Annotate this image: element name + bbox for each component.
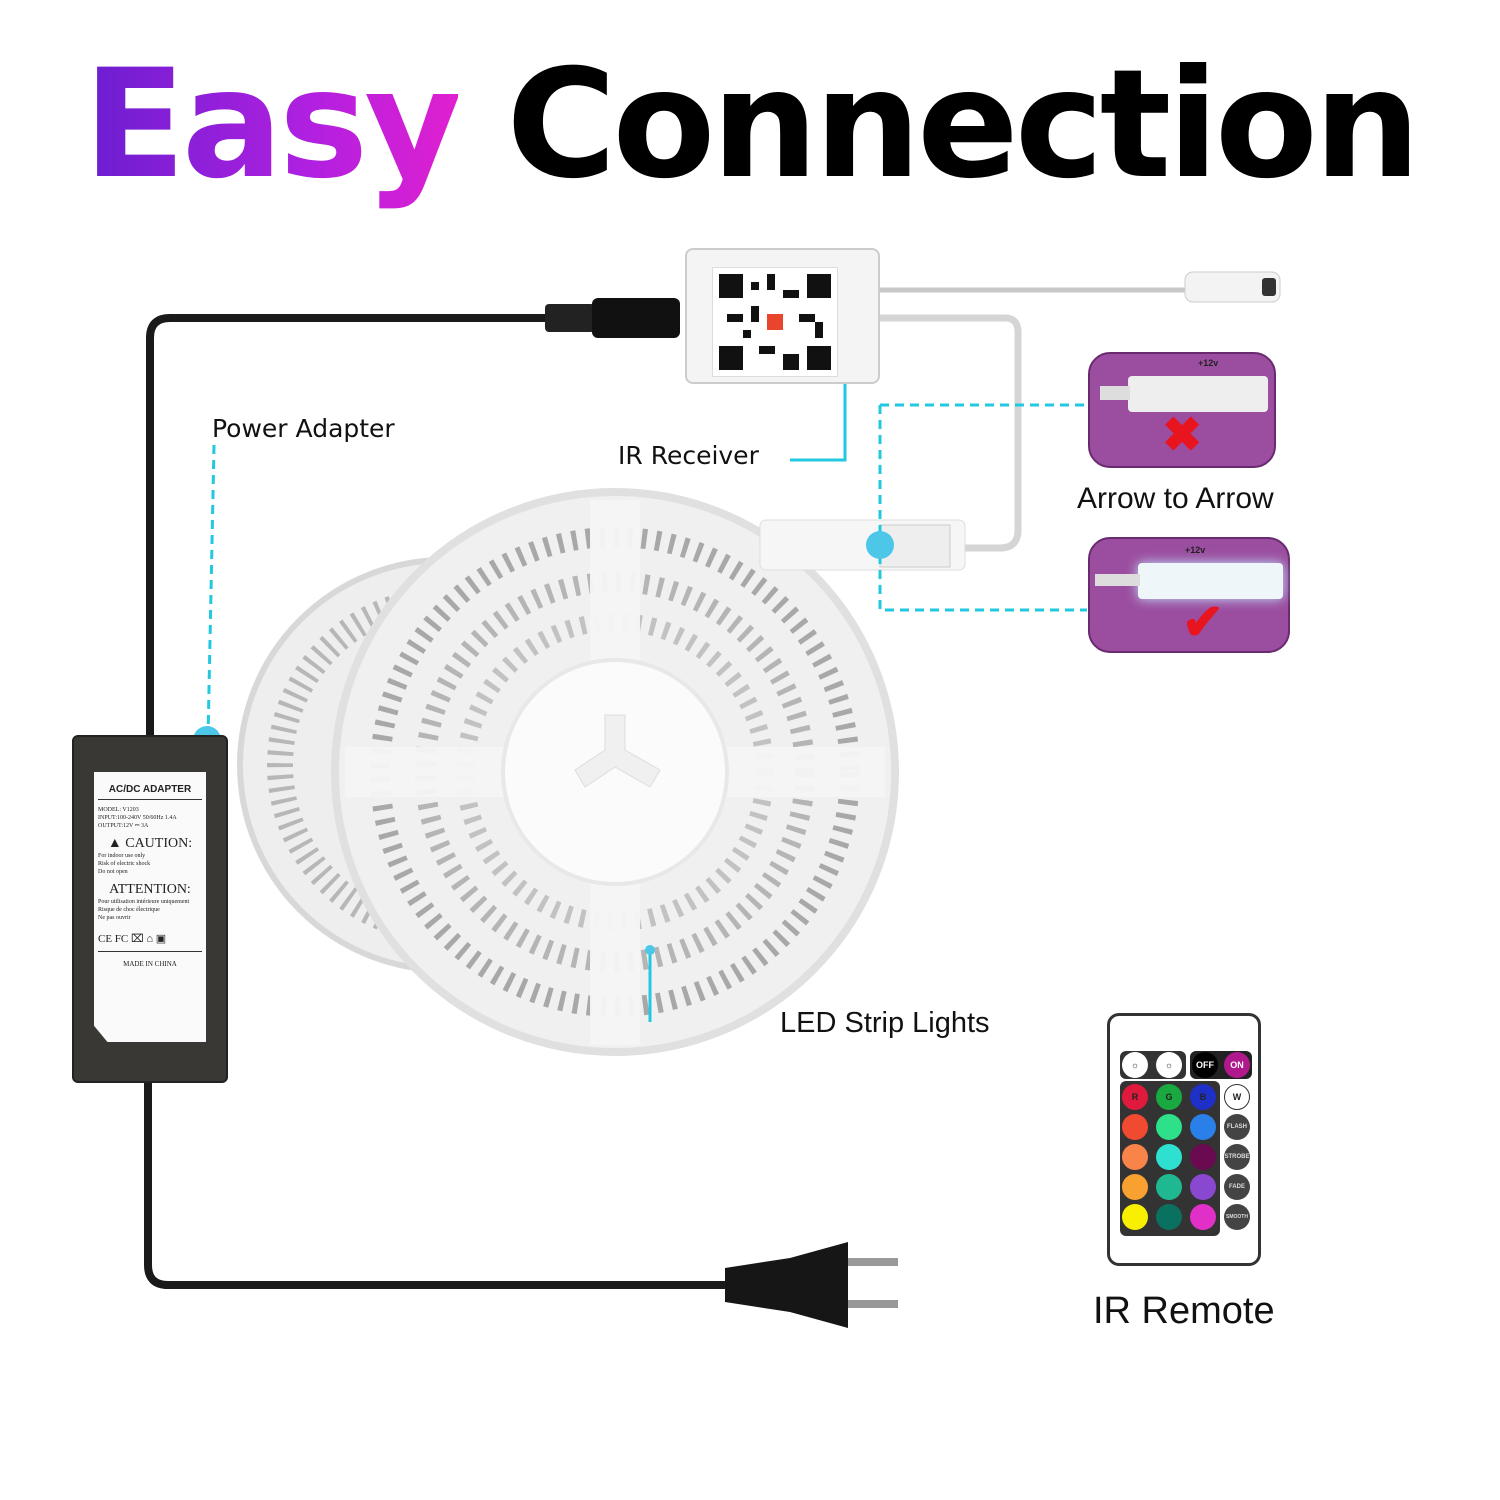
brightness-up-button[interactable]: ☼ — [1156, 1052, 1182, 1078]
led-strip-lights-label: LED Strip Lights — [780, 1007, 990, 1039]
caution-line: Do not open — [98, 869, 128, 875]
white-button[interactable]: W — [1224, 1084, 1250, 1110]
brightness-down-button[interactable]: ☼ — [1122, 1052, 1148, 1078]
color-button[interactable] — [1122, 1144, 1148, 1170]
voltage-label: +12v — [1198, 358, 1219, 368]
adapter-model: MODEL: V1203 — [98, 807, 139, 813]
page-title: Easy Connection — [0, 38, 1500, 212]
attention-heading: ATTENTION: — [109, 882, 191, 897]
connector-plug — [1100, 386, 1130, 400]
color-button[interactable] — [1190, 1144, 1216, 1170]
title-connection: Connection — [506, 38, 1420, 212]
color-button[interactable] — [1122, 1114, 1148, 1140]
made-in: MADE IN CHINA — [123, 960, 177, 968]
ir-remote-label: IR Remote — [1093, 1290, 1275, 1332]
adapter-output: OUTPUT:12V ⎓ 3A — [98, 823, 149, 829]
adapter-input: INPUT:100-240V 50/60Hz 1.4A — [98, 815, 177, 821]
arrow-to-arrow-label: Arrow to Arrow — [1077, 482, 1274, 515]
connector-plug — [1095, 574, 1140, 586]
strobe-button[interactable]: STROBE — [1224, 1144, 1250, 1170]
ir-remote: ☼ ☼ OFF ON R G B W FLASH STROBE FADE SMO… — [1107, 1013, 1261, 1266]
caution-line: Risk of electric shock — [98, 861, 151, 867]
color-button[interactable] — [1190, 1204, 1216, 1230]
voltage-label: +12v — [1185, 545, 1206, 555]
red-button[interactable]: R — [1122, 1084, 1148, 1110]
title-easy: Easy — [83, 38, 462, 212]
off-button[interactable]: OFF — [1192, 1052, 1218, 1078]
caution-line: For indoor use only — [98, 853, 146, 859]
flash-button[interactable]: FLASH — [1224, 1114, 1250, 1140]
caution-text: CAUTION: — [125, 836, 193, 851]
power-adapter-label: Power Adapter — [212, 414, 395, 443]
color-button[interactable] — [1190, 1174, 1216, 1200]
attention-line: Risque de choc électrique — [98, 907, 160, 913]
fade-button[interactable]: FADE — [1224, 1174, 1250, 1200]
checkmark-icon: ✔ — [1182, 594, 1224, 650]
color-button[interactable] — [1122, 1174, 1148, 1200]
color-button[interactable] — [1156, 1174, 1182, 1200]
color-button[interactable] — [1156, 1114, 1182, 1140]
color-button[interactable] — [1122, 1204, 1148, 1230]
led-strip-reels — [237, 488, 899, 1056]
on-button[interactable]: ON — [1224, 1052, 1250, 1078]
color-button[interactable] — [1156, 1204, 1182, 1230]
connector-image — [1138, 563, 1283, 599]
caution-heading: ▲ CAUTION: — [107, 836, 193, 851]
smooth-button[interactable]: SMOOTH — [1224, 1204, 1250, 1230]
attention-line: Ne pas ouvrir — [98, 915, 131, 921]
color-button[interactable] — [1190, 1114, 1216, 1140]
connector-image — [1128, 376, 1268, 412]
attention-line: Pour utilisation intérieure uniquement — [98, 899, 190, 905]
ir-receiver-label: IR Receiver — [618, 441, 759, 470]
color-button[interactable] — [1156, 1144, 1182, 1170]
cross-icon: ✖ — [1162, 409, 1203, 462]
correct-connection-panel: +12v ✔ — [1088, 537, 1290, 653]
blue-button[interactable]: B — [1190, 1084, 1216, 1110]
adapter-heading: AC/DC ADAPTER — [98, 784, 202, 800]
power-adapter: AC/DC ADAPTER MODEL: V1203 INPUT:100-240… — [72, 735, 228, 1083]
qr-code — [712, 267, 838, 377]
green-button[interactable]: G — [1156, 1084, 1182, 1110]
wrong-connection-panel: +12v ✖ — [1088, 352, 1276, 468]
wifi-controller — [685, 248, 880, 384]
adapter-label: AC/DC ADAPTER MODEL: V1203 INPUT:100-240… — [94, 772, 206, 1042]
power-plug — [725, 1242, 898, 1328]
certification-marks: CE FC ⌧ ⌂ ▣ — [98, 932, 202, 952]
